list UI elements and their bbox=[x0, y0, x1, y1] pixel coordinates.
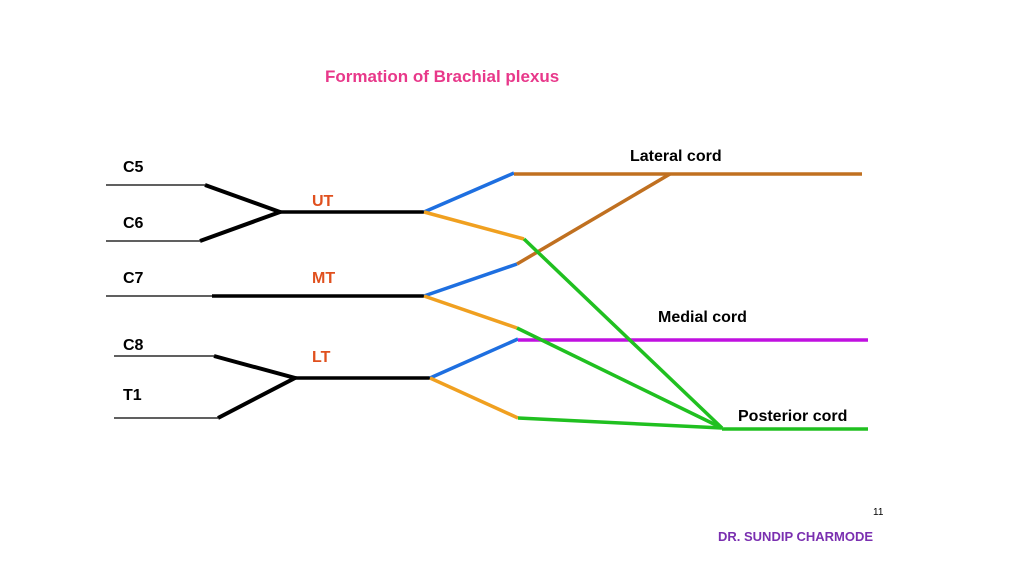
lower-trunk-junction bbox=[213, 354, 301, 420]
author-footer: DR. SUNDIP CHARMODE bbox=[718, 529, 873, 544]
middle-posterior-division bbox=[423, 294, 518, 330]
posterior-cord-middle-contribution bbox=[516, 326, 723, 430]
root-label-c6: C6 bbox=[123, 215, 144, 232]
cord-label-medial: Medial cord bbox=[658, 309, 747, 326]
root-label-t1: T1 bbox=[123, 387, 142, 404]
upper-anterior-division bbox=[423, 171, 515, 214]
posterior-cord-upper-contribution bbox=[522, 237, 724, 430]
root-label-c5: C5 bbox=[123, 159, 144, 176]
cord-label-posterior: Posterior cord bbox=[738, 408, 847, 425]
cord-label-lateral: Lateral cord bbox=[630, 148, 722, 165]
diagram-title: Formation of Brachial plexus bbox=[325, 67, 559, 86]
trunk-label-middle: MT bbox=[312, 270, 335, 287]
lower-posterior-division bbox=[429, 376, 519, 420]
posterior-cord-lower-contribution bbox=[517, 416, 723, 430]
page-number: 11 bbox=[873, 507, 884, 518]
lateral-cord-middle-contribution bbox=[516, 172, 671, 266]
trunk-label-lower: LT bbox=[312, 349, 331, 366]
root-label-c7: C7 bbox=[123, 270, 144, 287]
upper-trunk-junction bbox=[199, 183, 286, 243]
root-label-c8: C8 bbox=[123, 337, 144, 354]
lower-anterior-division bbox=[429, 337, 519, 380]
middle-anterior-division bbox=[423, 262, 518, 298]
trunk-label-upper: UT bbox=[312, 193, 334, 210]
upper-posterior-division bbox=[423, 210, 525, 241]
